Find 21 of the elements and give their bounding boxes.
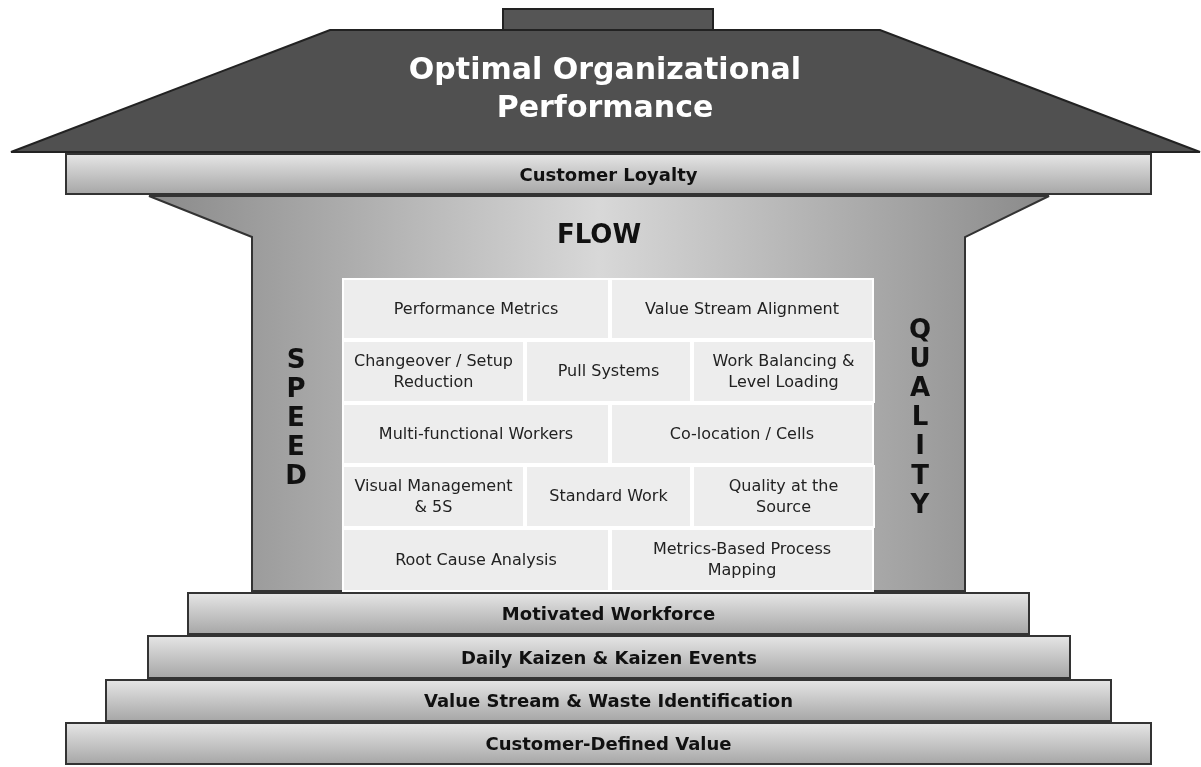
wall-brick: Quality at the Source [692,465,875,528]
stair-step: Daily Kaizen & Kaizen Events [147,635,1071,679]
wall-brick: Work Balancing & Level Loading [692,340,875,403]
wall-brick: Standard Work [525,465,692,528]
stair-step: Customer-Defined Value [65,722,1152,765]
wall-brick: Value Stream Alignment [610,278,874,340]
wall-brick: Multi-functional Workers [342,403,610,465]
wall-brick: Performance Metrics [342,278,610,340]
wall-brick: Pull Systems [525,340,692,403]
wall-brick: Root Cause Analysis [342,528,610,592]
speed-label: SPEED [284,345,308,491]
quality-label: QUALITY [908,315,932,519]
stair-step: Customer Loyalty [65,153,1152,195]
wall-brick: Co-location / Cells [610,403,874,465]
roof-title: Optimal Organizational Performance [407,50,803,125]
flow-heading: FLOW [555,219,643,249]
wall-brick: Metrics-Based Process Mapping [610,528,874,592]
wall-brick: Visual Management & 5S [342,465,525,528]
stair-step: Motivated Workforce [187,592,1030,635]
stair-step: Value Stream & Waste Identification [105,679,1112,722]
wall-brick: Changeover / Setup Reduction [342,340,525,403]
